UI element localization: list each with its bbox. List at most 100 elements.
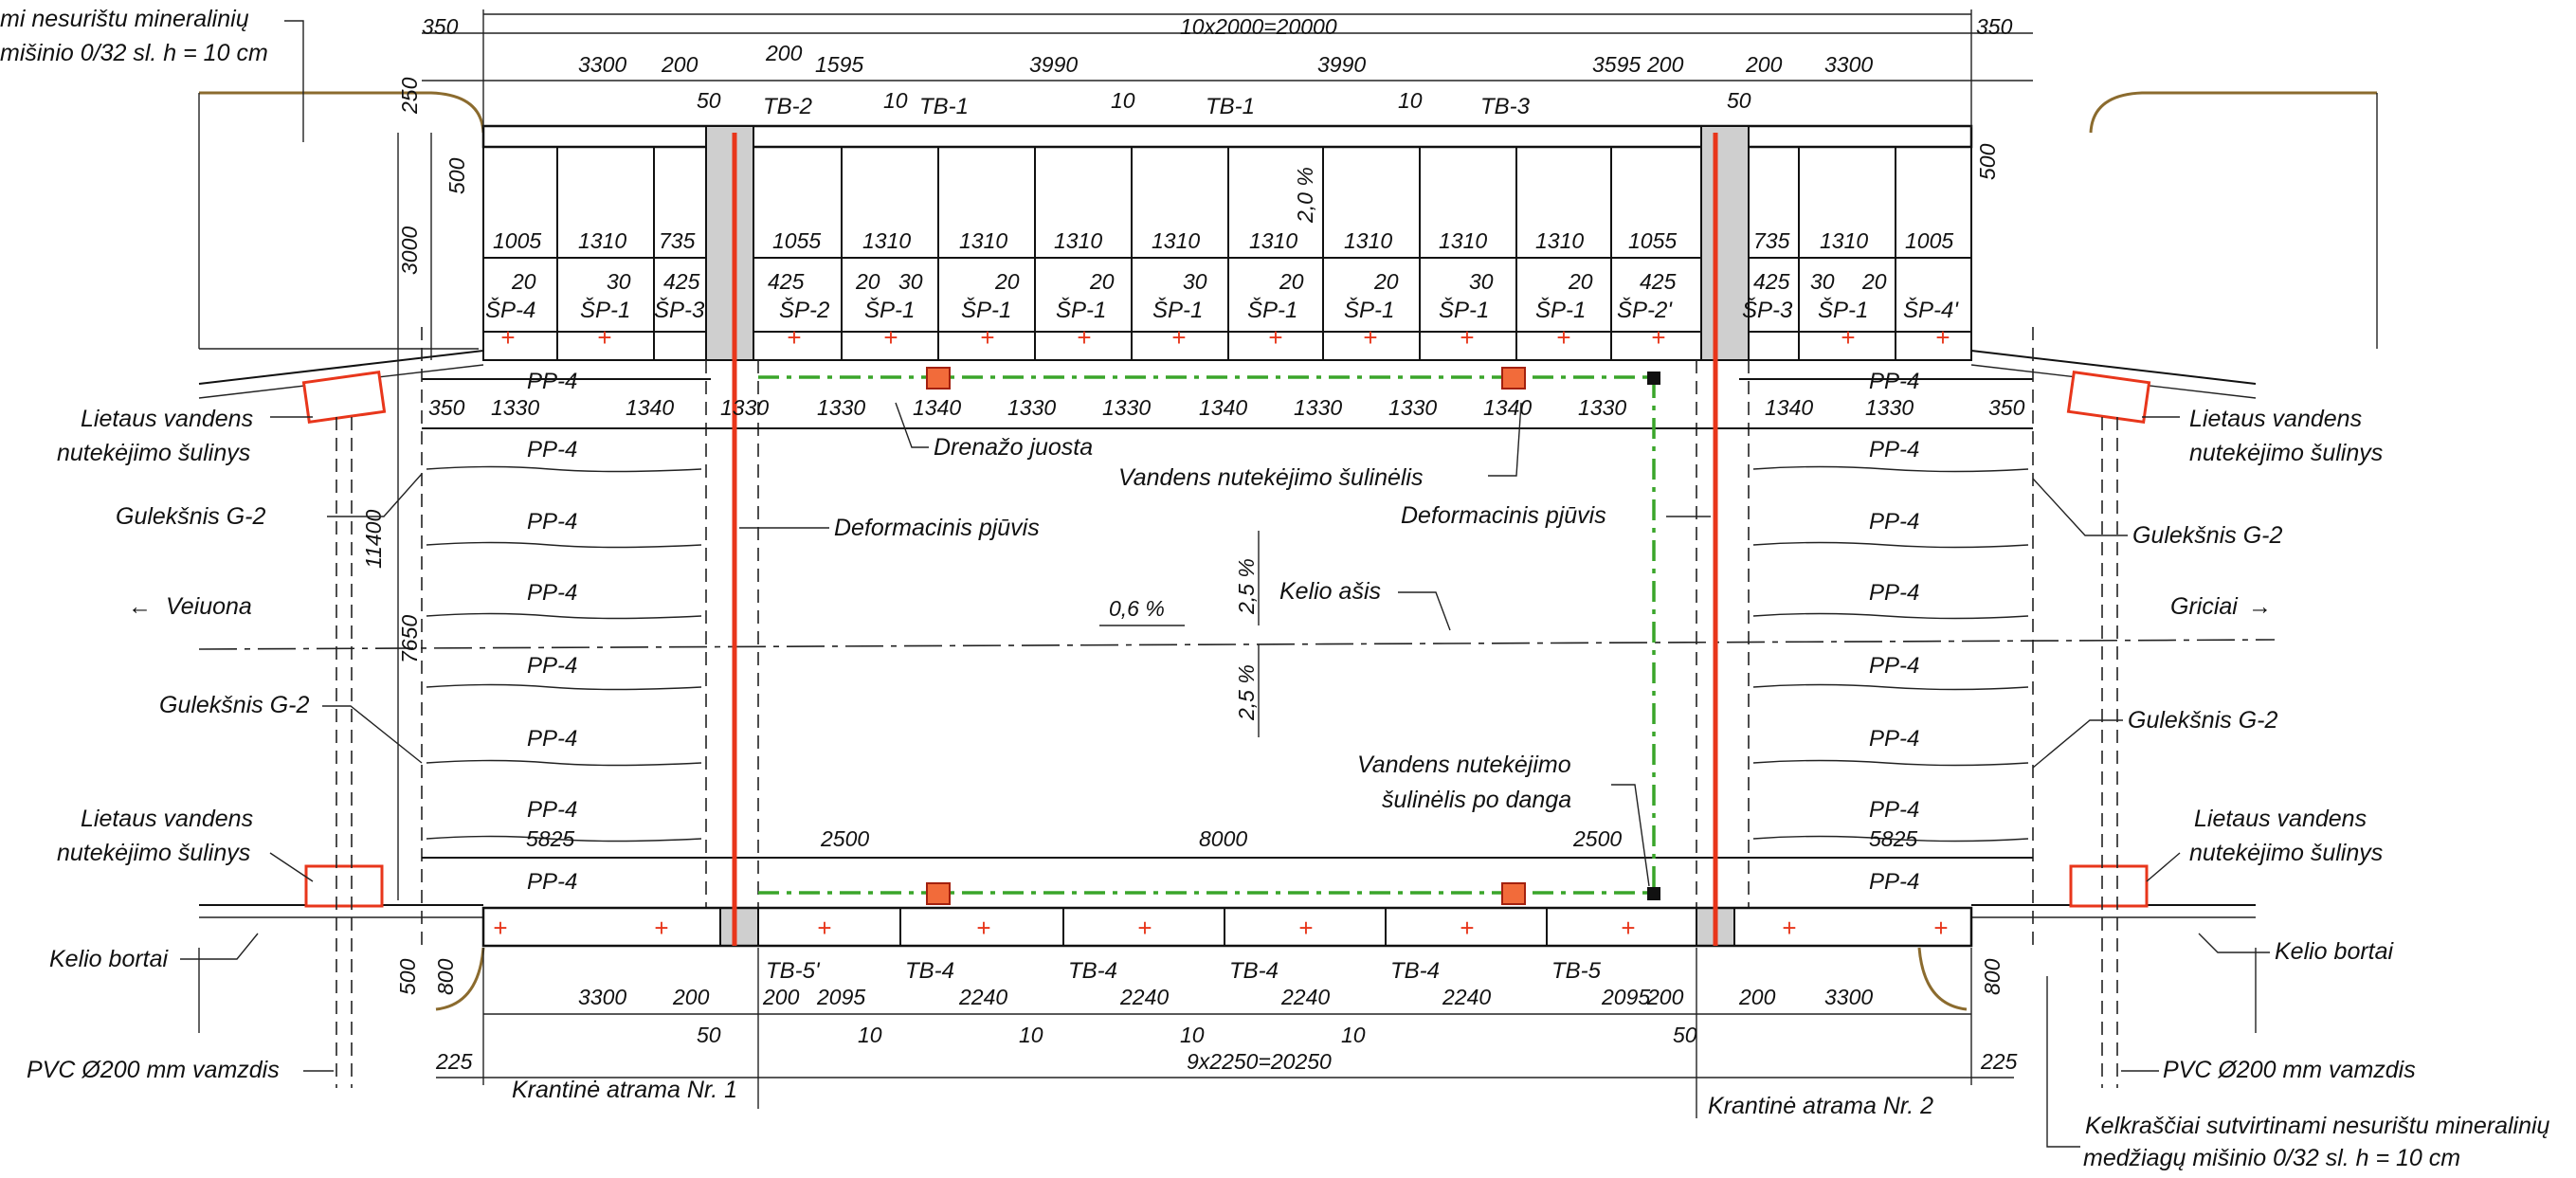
dim-10-a: 10: [883, 88, 908, 113]
slab-gap: 20: [511, 269, 536, 294]
svg-text:+: +: [654, 914, 668, 942]
slope-top-label: 2,0 %: [1293, 167, 1317, 224]
dim-5825-left: 5825: [526, 826, 574, 851]
dim-500-left: 500: [444, 157, 469, 194]
dim-500-right: 500: [1975, 143, 2000, 180]
pp4-label: PP-4: [1869, 726, 1919, 752]
svg-text:+: +: [1933, 914, 1948, 942]
dim-350-right: 350: [1976, 14, 2013, 39]
drainage-lines: [758, 375, 1656, 895]
bottom-beam-separators: [899, 908, 1548, 946]
pp4-label: PP-4: [1869, 437, 1919, 462]
dim-10-c: 10: [1398, 88, 1423, 113]
row-dim: 1330: [1578, 395, 1626, 420]
gutter-label-r1: Gulekšnis G-2: [2132, 522, 2282, 549]
direction-veiluona: Veiuona: [166, 593, 252, 620]
dim-b-10-b: 10: [1019, 1023, 1043, 1047]
slab-code: ŠP-3: [654, 297, 705, 323]
slab-width: 1310: [1152, 228, 1200, 253]
slab-width: 1005: [1905, 228, 1953, 253]
pp4-label: PP-4: [1869, 509, 1919, 535]
dim-b-200-d: 200: [1738, 985, 1776, 1009]
dim-250: 250: [397, 77, 422, 115]
gutter-label-l1: Gulekšnis G-2: [116, 503, 265, 530]
beam-top-1: TB-2: [763, 94, 812, 119]
svg-text:+: +: [883, 323, 898, 352]
slab-gap: 425: [663, 269, 700, 294]
slab-width: 1310: [959, 228, 1007, 253]
inlet-label: Vandens nutekėjimo šulinėlis: [1118, 464, 1423, 491]
bottom-note-line2: medžiagų mišinio 0/32 sl. h = 10 cm: [2083, 1145, 2460, 1171]
pp4-label: PP-4: [527, 509, 577, 535]
dim-3595: 3595: [1592, 52, 1641, 77]
slab-width: 1005: [493, 228, 541, 253]
slab-gap: 30: [607, 269, 631, 294]
dim-b-225-right: 225: [1980, 1049, 2018, 1074]
slab-gap: 30: [1183, 269, 1207, 294]
deform-label-right: Deformacinis pjūvis: [1401, 502, 1606, 529]
dim-200-a: 200: [661, 52, 698, 77]
slab-width: 1055: [1628, 228, 1677, 253]
dim-b-2240-a: 2240: [958, 985, 1007, 1009]
svg-text:+: +: [1268, 323, 1282, 352]
beam-bottom-6: TB-5: [1551, 958, 1602, 984]
row-dim: 1340: [913, 395, 961, 420]
pp4-label: PP-4: [527, 437, 577, 462]
dim-b-200-b: 200: [762, 985, 800, 1009]
abutment-1-label: Krantinė atrama Nr. 1: [512, 1077, 737, 1103]
slab-code: ŠP-1: [1056, 297, 1106, 323]
slab-width: 1055: [772, 228, 821, 253]
slab-width: 1310: [1054, 228, 1102, 253]
pp4-rows: [426, 465, 2029, 843]
slab-code: ŠP-3: [1742, 297, 1793, 323]
pp4-label: PP-4: [1869, 869, 1919, 895]
curb-label-right: Kelio bortai: [2275, 938, 2395, 965]
slab-width: 1310: [1820, 228, 1868, 253]
slope-cross-up: 2,5 %: [1234, 558, 1259, 615]
slab-code: ŠP-1: [1535, 297, 1586, 323]
dim-2500-left: 2500: [820, 826, 869, 851]
beam-top-2: TB-1: [919, 94, 969, 119]
slab-code: ŠP-2': [1617, 297, 1673, 323]
svg-text:+: +: [500, 323, 515, 352]
inlet-boxes: [926, 367, 1660, 905]
slab-code: ŠP-1: [961, 297, 1011, 323]
deck-outline: [421, 327, 2034, 948]
dim-10-b: 10: [1111, 88, 1135, 113]
rain-well-label-tr-1: Lietaus vandens: [2189, 406, 2362, 432]
slab-gap: 30: [898, 269, 923, 294]
pp4-label: PP-4: [1869, 369, 1919, 394]
svg-text:+: +: [1137, 914, 1152, 942]
beam-bottom-1: TB-5': [766, 958, 821, 984]
row-dim: 1340: [626, 395, 674, 420]
dim-3990-b: 3990: [1317, 52, 1366, 77]
svg-text:+: +: [1171, 323, 1186, 352]
dim-200-d: 200: [1745, 52, 1783, 77]
svg-text:+: +: [597, 323, 611, 352]
dim-8000: 8000: [1199, 826, 1247, 851]
slab-code: ŠP-1: [1152, 297, 1203, 323]
slab-code: ŠP-1: [864, 297, 915, 323]
rain-well-label-tl-2: nutekėjimo šulinys: [57, 440, 250, 466]
dim-3300-right: 3300: [1824, 52, 1873, 77]
dim-11400: 11400: [361, 510, 386, 569]
dim-b-2095-b: 2095: [1601, 985, 1650, 1009]
road-axis-line: [198, 639, 2276, 650]
pp4-label: PP-4: [527, 369, 577, 394]
slab-gap: 425: [768, 269, 805, 294]
red-markers: + + + + + + + + + + + + + + + + + + + + …: [493, 323, 1950, 942]
dim-1595: 1595: [815, 52, 863, 77]
row-dim: 1330: [720, 395, 769, 420]
rain-well-label-bl-2: nutekėjimo šulinys: [57, 840, 250, 866]
row-dim: 1330: [1388, 395, 1437, 420]
dim-b-2240-d: 2240: [1442, 985, 1491, 1009]
slab-code: ŠP-1: [1247, 297, 1297, 323]
slab-gap: 20: [1373, 269, 1399, 294]
slab-width: 1310: [578, 228, 626, 253]
svg-text:+: +: [787, 323, 801, 352]
dim-b-total: 9x2250=20250: [1187, 1049, 1332, 1074]
row-dim: 1340: [1199, 395, 1247, 420]
gutter-label-l2: Gulekšnis G-2: [159, 692, 309, 718]
dim-200-b: 200: [765, 41, 803, 65]
dim-b-2240-c: 2240: [1280, 985, 1330, 1009]
